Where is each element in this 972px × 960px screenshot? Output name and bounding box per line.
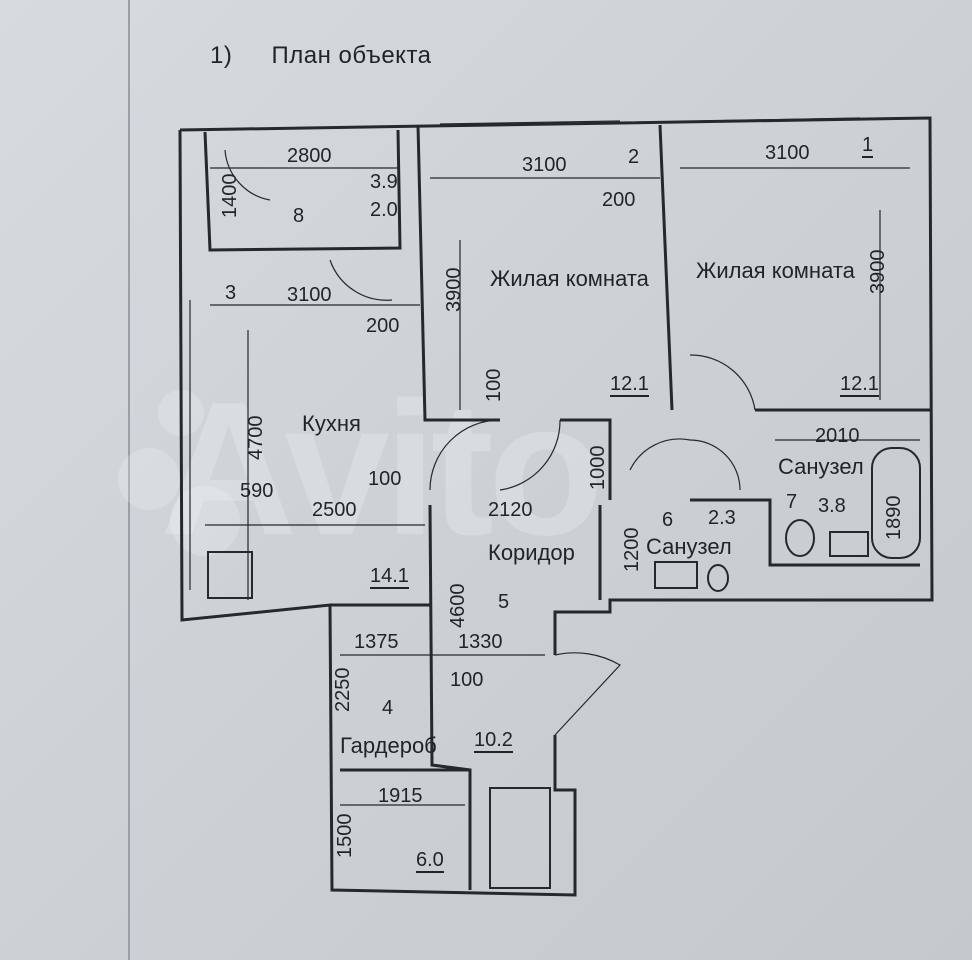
window: [439, 120, 621, 125]
wall-kitchen-corridor: [428, 504, 472, 890]
room-7-area: 3.8: [818, 495, 846, 517]
outer-wall: [179, 116, 934, 655]
wall-bath-bath: [598, 498, 920, 600]
dim-bath7-width: 2010: [815, 425, 860, 447]
toilet: [785, 519, 815, 557]
room-1-name: Жилая комната: [696, 258, 855, 283]
door-arc: [224, 149, 271, 201]
room-6-name: Санузел: [646, 534, 732, 559]
room-1-number: 1: [862, 134, 874, 158]
toilet: [707, 564, 729, 592]
room-6-area: 2.3: [708, 507, 736, 529]
room-8-number: 8: [293, 205, 305, 227]
dim-corridor-wall: 100: [450, 669, 484, 691]
room-2-area: 12.1: [610, 373, 649, 397]
dim-room2-depth: 3900: [443, 267, 465, 313]
dim-wardrobe-depth-top: 2250: [332, 667, 354, 713]
dim-balcony-depth: 1400: [219, 173, 241, 219]
room-7-number: 7: [786, 491, 798, 513]
room-4-number: 4: [382, 697, 394, 719]
sink: [829, 531, 869, 557]
room-3-name: Кухня: [302, 411, 361, 436]
dim-kitchen-width: 3100: [287, 284, 332, 306]
dim-balcony-width: 2800: [287, 145, 332, 167]
dim-kitchen-a: 590: [240, 480, 274, 502]
wall-corridor-bath: [560, 418, 612, 500]
room-2-number: 2: [628, 146, 640, 168]
outer-wall-left: [178, 129, 577, 897]
wall-kitchen-room: [416, 124, 500, 422]
room-8-area-b: 2.0: [370, 199, 398, 221]
dim-corridor-width2: 1330: [458, 631, 503, 653]
page-heading: 1) План объекта: [210, 42, 432, 70]
wall-room-room: [658, 124, 674, 411]
dim-room2-offset: 200: [602, 189, 636, 211]
watermark-text: Avito: [160, 363, 604, 575]
dim-kitchen-wall: 100: [368, 468, 402, 490]
wall-wardrobe: [330, 603, 470, 772]
room-4-name: Гардероб: [340, 733, 437, 758]
room-4-area: 6.0: [416, 849, 444, 873]
room-5-area: 10.2: [474, 729, 513, 753]
room-1-area: 12.1: [840, 373, 879, 397]
room-7-name: Санузел: [778, 454, 864, 479]
room-5-name: Коридор: [488, 540, 575, 565]
door-arc: [329, 259, 393, 301]
heading-number: 1): [210, 42, 233, 69]
dim-corridor-depth: 4600: [447, 583, 469, 629]
dim-wardrobe-depth-bottom: 1500: [334, 813, 356, 859]
dim-corridor-width: 2120: [488, 499, 533, 521]
door-arc: [629, 438, 691, 471]
room-2-name: Жилая комната: [490, 266, 649, 291]
dim-kitchen-offset: 200: [366, 315, 400, 337]
door-arc: [499, 419, 561, 491]
door-arc: [429, 419, 501, 491]
dim-kitchen-depth: 4700: [245, 415, 267, 461]
dim-bathtub: 1890: [883, 495, 905, 541]
door-arc: [689, 439, 741, 491]
room-3-number: 3: [225, 282, 237, 304]
room-6-number: 6: [662, 509, 674, 531]
dim-bath6-depth: 1200: [621, 527, 643, 573]
room-5-number: 5: [498, 591, 510, 613]
room-3-area: 14.1: [370, 565, 409, 589]
room-8-area-a: 3.9: [370, 171, 398, 193]
dim-room2-wall: 100: [483, 368, 505, 402]
door-arc: [689, 354, 756, 411]
dim-corridor-door: 1000: [587, 445, 609, 491]
sink: [654, 561, 698, 589]
bathtub: [871, 447, 921, 559]
dim-wardrobe-top: 1375: [354, 631, 399, 653]
dim-wardrobe-bottom: 1915: [378, 785, 423, 807]
wall-balcony: [203, 129, 402, 252]
wardrobe-shelf: [489, 787, 551, 889]
dim-room1-width: 3100: [765, 142, 810, 164]
margin-line: [128, 0, 130, 960]
door-arc: [554, 652, 621, 736]
stove: [207, 551, 253, 599]
heading-title: План объекта: [271, 42, 432, 69]
dim-kitchen-b: 2500: [312, 499, 357, 521]
dim-room1-depth: 3900: [867, 249, 889, 295]
dim-room2-width: 3100: [522, 154, 567, 176]
window: [699, 117, 861, 122]
